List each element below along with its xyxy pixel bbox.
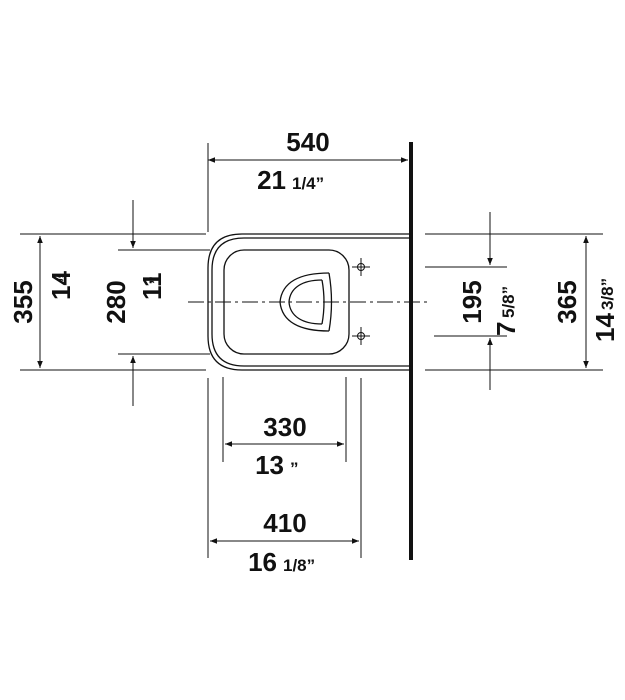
- dim-365-mm: 365: [552, 280, 582, 323]
- dimension-410: 410 16 1/8”: [207, 378, 362, 577]
- fixing-point-upper: [352, 258, 370, 276]
- dim-280-mm: 280: [101, 280, 131, 323]
- dimension-195: 195 7 5/8”: [425, 212, 521, 390]
- fixing-point-lower: [352, 327, 370, 345]
- dim-355-mm: 355: [8, 280, 38, 323]
- dimension-280: 280 11 ”: [101, 200, 210, 406]
- dimension-365: 365 14 3/8”: [425, 233, 620, 371]
- dim-540-inch-frac: 1/4”: [292, 174, 324, 193]
- dimension-355: 355 14 ”: [8, 233, 206, 371]
- dim-540-inch-whole: 21: [257, 165, 286, 195]
- dim-280-inch-frac: ”: [146, 276, 165, 285]
- dim-355-inch-frac: ”: [55, 274, 74, 283]
- dim-365-inch-frac: 3/8”: [598, 278, 617, 310]
- dim-280-inch-whole: 11: [137, 273, 167, 301]
- dim-410-inch-whole: 16: [248, 547, 277, 577]
- dim-195-inch-frac: 5/8”: [499, 286, 518, 318]
- dim-540-mm: 540: [286, 127, 329, 157]
- dim-195-inch-whole: 7: [491, 322, 521, 336]
- dim-410-inch-frac: 1/8”: [283, 556, 315, 575]
- dim-195-mm: 195: [457, 280, 487, 323]
- dim-365-inch-whole: 14: [590, 313, 620, 342]
- dimension-330: 330 13 ”: [222, 377, 347, 480]
- dim-410-mm: 410: [263, 508, 306, 538]
- dim-330-inch-frac: ”: [290, 459, 299, 478]
- dim-330-inch-whole: 13: [255, 450, 284, 480]
- dim-355-inch-whole: 14: [46, 271, 76, 300]
- dimension-540: 540 21 1/4”: [207, 127, 408, 232]
- dim-330-mm: 330: [263, 412, 306, 442]
